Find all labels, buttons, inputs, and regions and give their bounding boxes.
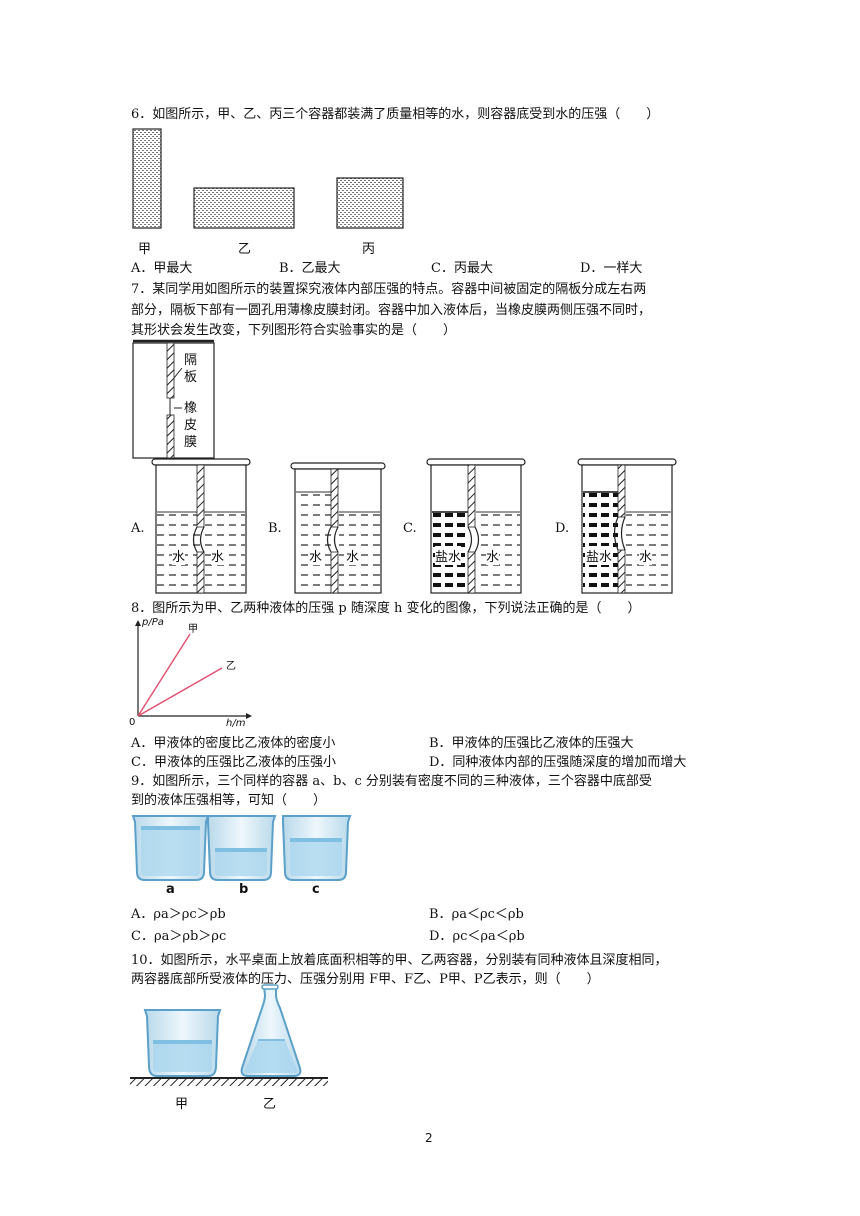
q9-stem-line-1: 9．如图所示，三个同样的容器 a、b、c 分别装有密度不同的三种液体，三个容器中… (131, 774, 652, 789)
q7-label-pi: 皮 (184, 418, 198, 433)
q9-label-c: c (312, 882, 320, 897)
q6-container-bing (336, 177, 404, 229)
q8-line-jia-label: 甲 (188, 624, 198, 635)
q7-option-c: C. (403, 521, 417, 536)
q10-stem-line-1: 10．如图所示，水平桌面上放着底面积相等的甲、乙两容器，分别装有同种液体且深度相… (131, 953, 668, 968)
q6-option-d: D．一样大 (580, 261, 643, 276)
q6-label-jia: 甲 (138, 242, 152, 257)
q8-line-yi-label: 乙 (226, 661, 236, 672)
q6-stem: 6．如图所示，甲、乙、丙三个容器都装满了质量相等的水，则容器底受到水的压强（ ） (131, 107, 660, 122)
q10-beaker-jia (143, 1009, 222, 1077)
q9-option-c-text: ρa＞ρb＞ρc (153, 929, 227, 944)
q7-d-left-liquid: 盐水 (586, 546, 613, 565)
q8-option-b: B．甲液体的压强比乙液体的压强大 (429, 736, 634, 751)
q9-option-b: B．ρa＜ρc＜ρb (429, 907, 524, 922)
q9-option-d-text: ρc＜ρa＜ρb (452, 929, 525, 944)
q9-beaker-c (282, 815, 352, 881)
q7-a-left-liquid: 水 (172, 546, 186, 565)
q8-graph (135, 620, 252, 719)
q9-beaker-b (207, 815, 277, 881)
q7-b-right-liquid: 水 (346, 546, 360, 565)
q7-option-d: D. (555, 521, 570, 536)
q7-option-b: B. (268, 521, 282, 536)
q7-apparatus (132, 339, 215, 459)
q9-stem-line-2: 到的液体压强相等，可知（ ） (131, 793, 327, 808)
q7-c-right-liquid: 水 (486, 546, 500, 565)
q8-option-a: A．甲液体的密度比乙液体的密度小 (131, 736, 336, 751)
q8-option-c: C．甲液体的压强比乙液体的压强小 (131, 755, 336, 770)
q6-label-yi: 乙 (238, 242, 252, 257)
q7-stem-line-2: 部分，隔板下部有一圆孔用薄橡皮膜封闭。容器中加入液体后，当橡皮膜两侧压强不同时， (131, 303, 652, 318)
q9-option-c: C．ρa＞ρb＞ρc (131, 929, 227, 944)
q7-label-xiang: 橡 (184, 401, 198, 416)
q8-line-jia (137, 633, 191, 717)
q10-flask-yi (240, 984, 302, 1077)
q7-stem-line-1: 7．某同学用如图所示的装置探究液体内部压强的特点。容器中间被固定的隔板分成左右两 (131, 282, 647, 297)
q7-a-right-liquid: 水 (211, 546, 225, 565)
q8-line-yi (137, 667, 223, 717)
q9-label-a: a (166, 882, 175, 897)
q7-b-left-liquid: 水 (309, 546, 323, 565)
q10-label-yi: 乙 (263, 1097, 277, 1112)
q6-option-b: B．乙最大 (279, 261, 341, 276)
q7-beaker-c (426, 458, 526, 594)
q10-table (130, 1077, 328, 1086)
q8-stem: 8．图所示为甲、乙两种液体的压强 p 随深度 h 变化的图像，下列说法正确的是（… (131, 601, 641, 616)
q7-beaker-d (577, 458, 677, 594)
q7-option-a: A. (131, 521, 145, 536)
q9-option-a-text: ρa＞ρc＞ρb (153, 907, 226, 922)
q7-stem-line-3: 其形状会发生改变，下列图形符合实验事实的是（ ） (131, 323, 457, 338)
q9-beaker-a (131, 815, 210, 881)
q7-c-left-liquid: 盐水 (435, 546, 462, 565)
q6-label-bing: 丙 (362, 242, 376, 257)
q9-option-a: A．ρa＞ρc＞ρb (131, 907, 226, 922)
q6-container-jia (132, 128, 162, 229)
q6-container-yi (193, 187, 295, 229)
q6-option-c: C．丙最大 (431, 261, 493, 276)
q7-beaker-a (151, 458, 251, 594)
q7-beaker-b (290, 462, 386, 594)
q8-x-axis-label: h/m (226, 718, 246, 729)
q9-label-b: b (239, 882, 249, 897)
page-number: 2 (425, 1131, 433, 1145)
q8-option-d: D．同种液体内部的压强随深度的增加而增大 (429, 755, 687, 770)
q8-y-axis-label: p/Pa (142, 617, 164, 628)
q10-stem-line-2: 两容器底部所受液体的压力、压强分别用 F甲、F乙、P甲、P乙表示，则（ ） (131, 972, 600, 987)
q7-label-ban: 板 (184, 370, 198, 385)
q6-option-a: A．甲最大 (131, 261, 193, 276)
q7-label-ge: 隔 (184, 353, 198, 368)
q9-option-b-text: ρa＜ρc＜ρb (451, 907, 524, 922)
q7-label-mo: 膜 (184, 435, 198, 450)
q9-option-d: D．ρc＜ρa＜ρb (429, 929, 525, 944)
q7-d-right-liquid: 水 (639, 546, 653, 565)
q8-origin-label: 0 (129, 717, 136, 728)
q10-label-jia: 甲 (175, 1097, 189, 1112)
